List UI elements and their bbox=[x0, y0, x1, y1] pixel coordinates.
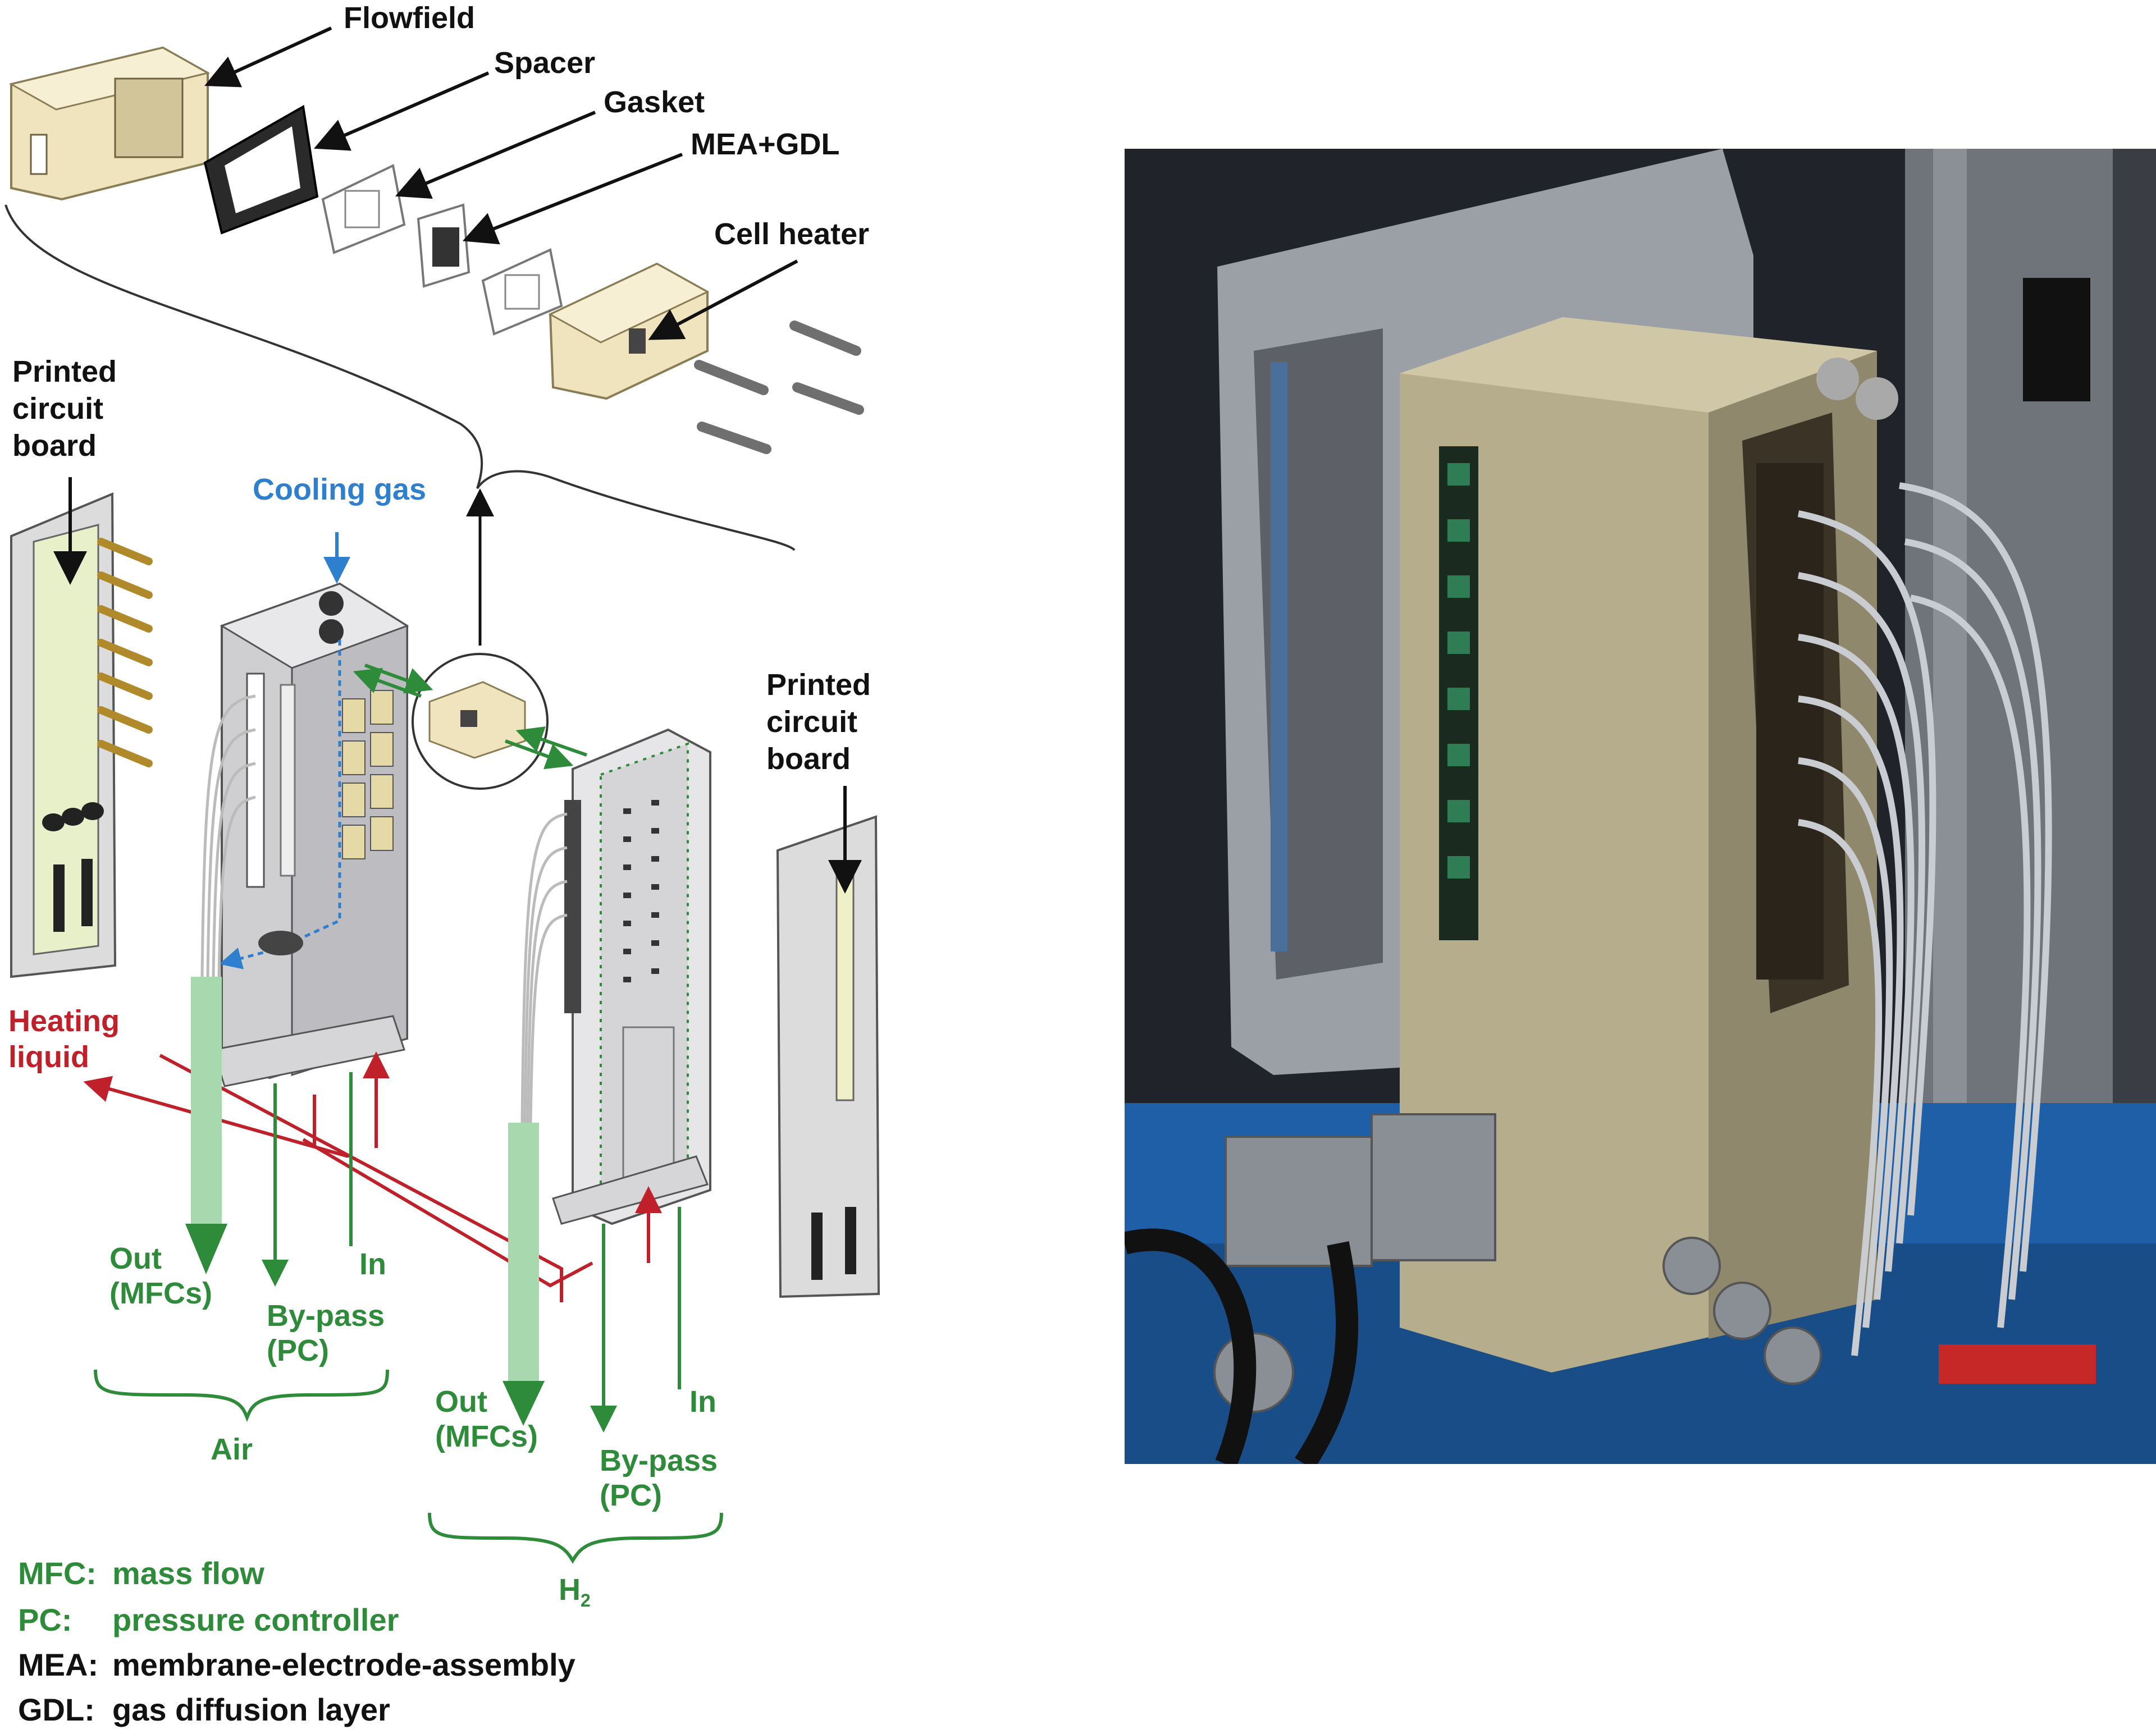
legend-text-mfc: mass flow bbox=[112, 1555, 264, 1591]
label-gasket: Gasket bbox=[604, 85, 705, 119]
label-air-group: Air bbox=[211, 1433, 253, 1466]
legend-text-mea: membrane-electrode-assembly bbox=[112, 1647, 575, 1682]
flowfield-part bbox=[8, 46, 211, 201]
label-h2-group: H2 bbox=[559, 1573, 591, 1611]
spacer-part bbox=[203, 104, 319, 235]
label-flowfield: Flowfield bbox=[344, 1, 475, 35]
label-cell-heater: Cell heater bbox=[714, 217, 869, 251]
flow-arrows-green bbox=[353, 664, 587, 770]
cell-heater-part bbox=[548, 262, 710, 400]
label-pcb-right: Printed circuit board bbox=[766, 668, 879, 776]
legend-abbr-gdl: GDL: bbox=[18, 1692, 95, 1727]
label-h2-out: Out (MFCs) bbox=[435, 1385, 538, 1453]
label-h2-in: In bbox=[689, 1385, 716, 1419]
h2-side-block bbox=[552, 728, 711, 1225]
air-side-block bbox=[212, 582, 409, 1087]
legend-abbr-pc: PC: bbox=[18, 1602, 72, 1637]
label-spacer: Spacer bbox=[494, 46, 595, 80]
exploded-view-brace bbox=[4, 204, 796, 551]
h2-tubes bbox=[520, 812, 568, 1123]
legend-text-pc: pressure controller bbox=[112, 1602, 399, 1637]
air-tubes bbox=[200, 694, 256, 977]
hardware-photo bbox=[1125, 149, 2156, 1464]
label-h2-bypass: By-pass (PC) bbox=[600, 1444, 726, 1512]
legend-abbr-mea: MEA: bbox=[18, 1647, 98, 1682]
legend: MFC: mass flow PC: pressure controller M… bbox=[18, 1555, 575, 1727]
air-gas-lines bbox=[185, 977, 353, 1287]
h2-gas-lines bbox=[503, 1123, 681, 1433]
label-air-out: Out (MFCs) bbox=[109, 1242, 212, 1310]
label-pcb-left: Printed circuit board bbox=[12, 355, 125, 463]
component-arrows bbox=[204, 26, 798, 340]
legend-text-gdl: gas diffusion layer bbox=[112, 1692, 390, 1727]
right-printed-circuit-board bbox=[776, 815, 880, 1298]
label-air-in: In bbox=[359, 1247, 386, 1281]
bolts bbox=[694, 321, 864, 454]
label-heating-liquid: Heating liquid bbox=[8, 1004, 128, 1074]
gasket-part-2 bbox=[481, 248, 563, 336]
label-cooling-gas: Cooling gas bbox=[253, 473, 426, 506]
legend-abbr-mfc: MFC: bbox=[18, 1555, 97, 1591]
cooling-gas-path bbox=[219, 640, 341, 969]
cooling-gas-valve bbox=[258, 931, 303, 955]
mea-gdl-part bbox=[417, 203, 471, 288]
air-brace bbox=[94, 1369, 389, 1422]
label-mea-gdl: MEA+GDL bbox=[691, 127, 840, 161]
h2-brace bbox=[428, 1512, 723, 1564]
label-air-bypass: By-pass (PC) bbox=[267, 1299, 393, 1367]
left-printed-circuit-board bbox=[10, 492, 153, 978]
zoom-circle bbox=[412, 653, 549, 790]
gasket-part bbox=[321, 164, 406, 254]
